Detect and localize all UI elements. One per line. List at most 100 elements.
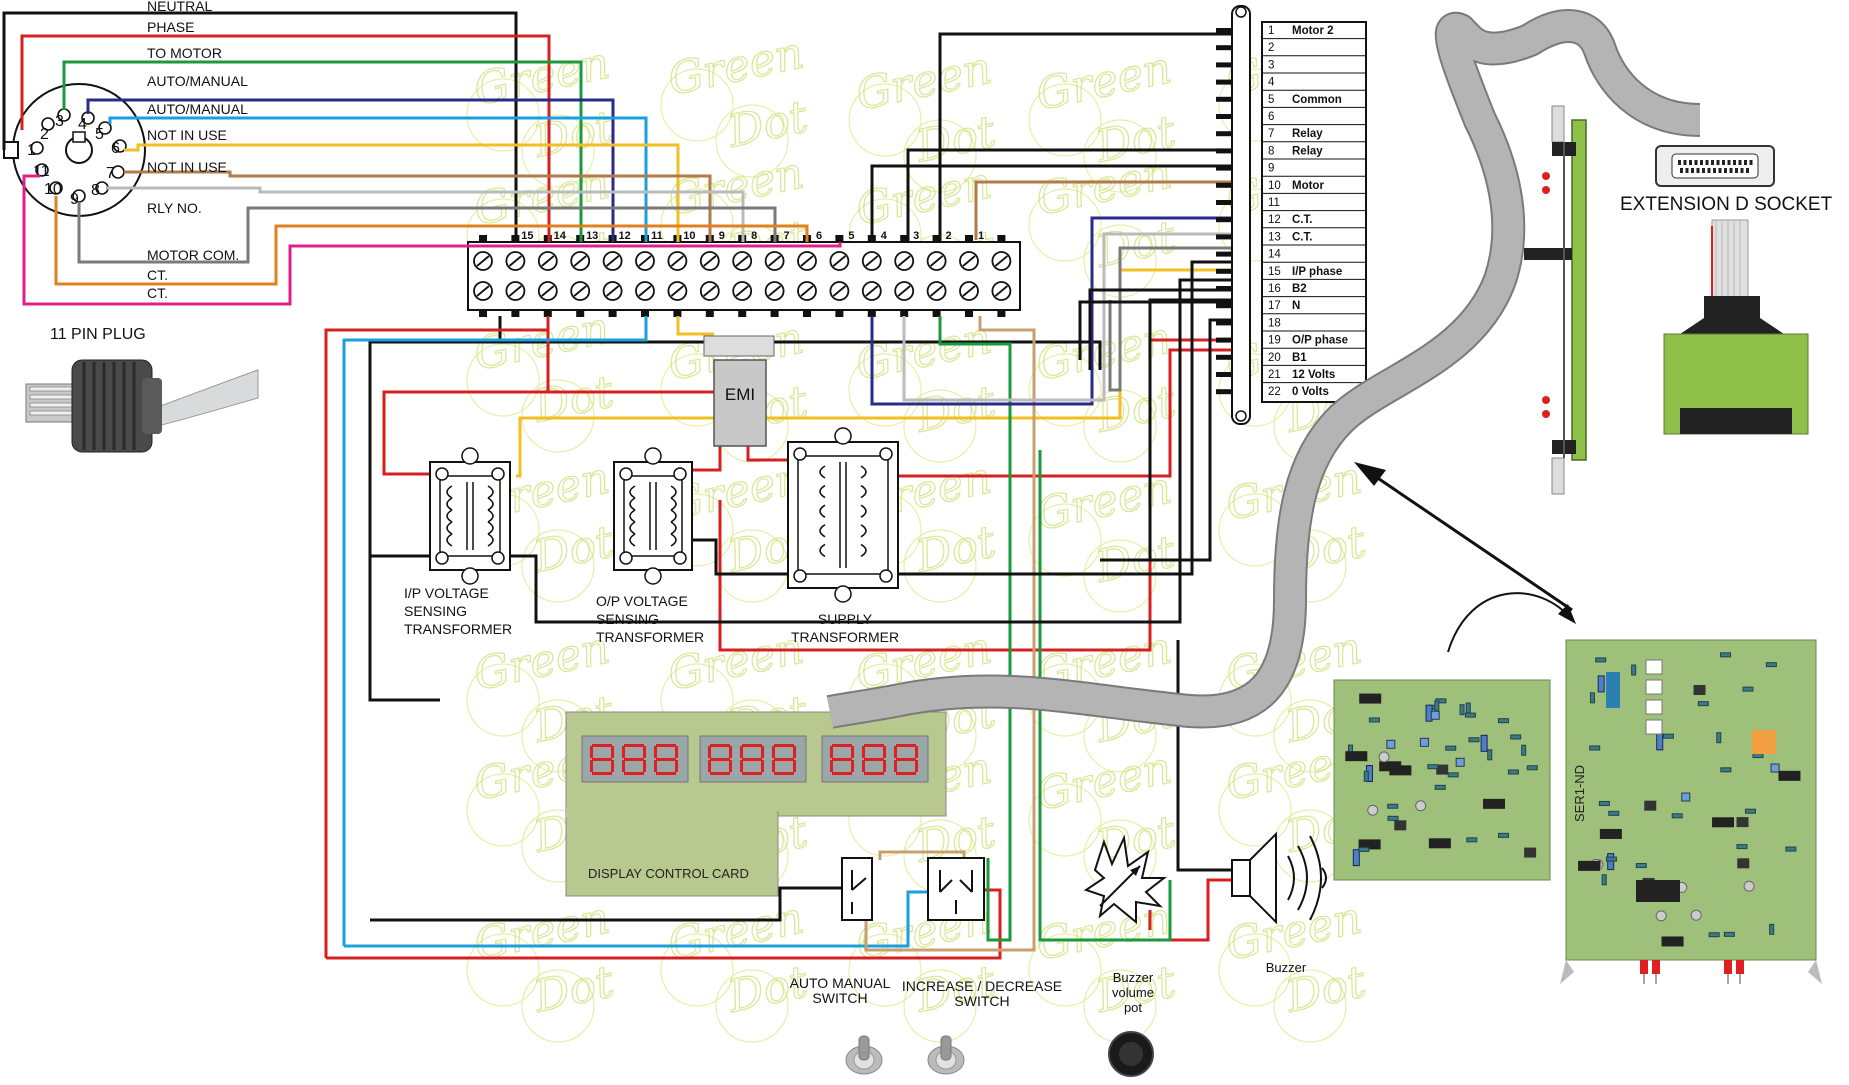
led-segment [864,758,884,761]
plug-wire-label: NOT IN USE [147,159,227,175]
trimmer [1430,710,1440,720]
terminal-number: 13 [586,230,598,242]
watermark-ring [1028,353,1102,427]
pin-label: C.T. [1292,231,1312,243]
coil [487,521,494,535]
connector-pin [1216,79,1232,85]
plug-wire-label: AUTO/MANUAL [147,73,248,89]
terminal-bottom-pin [738,310,747,317]
inc-dec-switch-line1: INCREASE / DECREASE [902,978,1062,994]
wire [516,268,1232,478]
coil [819,543,826,558]
plug-pin [35,163,49,177]
watermark-ring [521,114,595,188]
speaker-icon [1231,831,1327,925]
terminal-top-pin [835,235,844,242]
capacitor [1597,675,1605,693]
led-segment [862,760,865,772]
led-segment [915,760,918,772]
dsub-pin [1711,160,1714,165]
ic-chip [1359,693,1382,704]
watermark-ring [1028,188,1102,262]
mount-screw [461,447,479,465]
plug-pin [113,139,127,153]
transistor [1394,820,1407,831]
connector-block [1645,719,1663,735]
terminal-number: 15 [521,230,533,242]
plug-pin-number: 2 [40,126,49,143]
capacitor [1415,800,1427,812]
connector-pin [1216,251,1232,257]
volume-pot-symbol [1083,834,1167,925]
led [1736,960,1744,974]
resistor [1427,764,1439,770]
resistor [1697,701,1709,707]
pin-number: 21 [1268,369,1281,381]
plug-pin [49,181,63,195]
dsub-pin [1740,168,1744,173]
connector-pin [1216,268,1232,274]
toggle-switch-icon[interactable] [927,1035,965,1075]
watermark-ring [521,379,595,453]
terminal-screw-slot [606,255,620,267]
led-segment [793,746,796,758]
watermark-ring [848,353,922,427]
plug-pin-number: 9 [70,191,79,208]
resistor [1510,734,1522,740]
dsub-pin [1746,168,1749,173]
toggle-switch-icon[interactable] [845,1035,883,1075]
wire [1150,878,1232,942]
volume-knob-icon[interactable] [1108,1031,1154,1077]
resistor [1498,832,1510,838]
connector-pin [1216,45,1232,51]
connector-pin [1216,372,1232,377]
coil [860,484,867,499]
ic-chip [1358,839,1381,850]
capacitor [1690,909,1702,921]
wire [878,850,966,860]
dsub-pin [1733,160,1736,165]
coil [629,497,636,511]
emi-filter: EMI [703,335,775,447]
transformer-core [797,455,889,575]
led-segment [656,758,676,761]
dsub-pin [1705,160,1709,165]
terminal-screw-slot [670,285,684,297]
ic-chip [1636,880,1680,902]
terminal-number: 1 [978,230,984,242]
led-segment [883,746,886,758]
ic-chip [1483,798,1506,809]
ip-transformer-line2: SENSING [404,603,467,619]
coil [487,509,494,523]
plug-wire-label: TO MOTOR [147,45,222,61]
coil [860,524,867,538]
dsub-pin [1685,168,1689,173]
wire [370,886,842,922]
resistor [1742,686,1754,692]
wire [974,180,1232,240]
connector-pin [1216,217,1232,223]
watermark-ring [1218,773,1292,847]
resistor [1598,800,1610,806]
plug-pin-number: 6 [111,140,120,157]
dsub-pin [1718,168,1722,173]
coil [670,497,677,511]
resistor [1387,803,1399,809]
mount-screw [644,447,662,465]
ic-chip [1578,860,1601,871]
pin-number: 4 [1268,77,1275,89]
terminal-screw-slot [897,255,911,267]
terminal-number: 14 [554,230,567,242]
terminal-screw-slot [962,255,976,267]
resistor [1589,692,1595,704]
dsub-pin [1724,168,1727,173]
pin-label: I/P phase [1292,266,1342,278]
watermark-ring [1028,83,1102,157]
watermark-ring [903,969,977,1043]
connector-pin [1216,286,1232,291]
wire [938,32,1232,242]
buzzer-label: Buzzer [1266,960,1307,975]
connector-pin [1216,337,1232,343]
pcb-label: SER1-ND [1572,765,1587,822]
resistor [1468,737,1480,743]
